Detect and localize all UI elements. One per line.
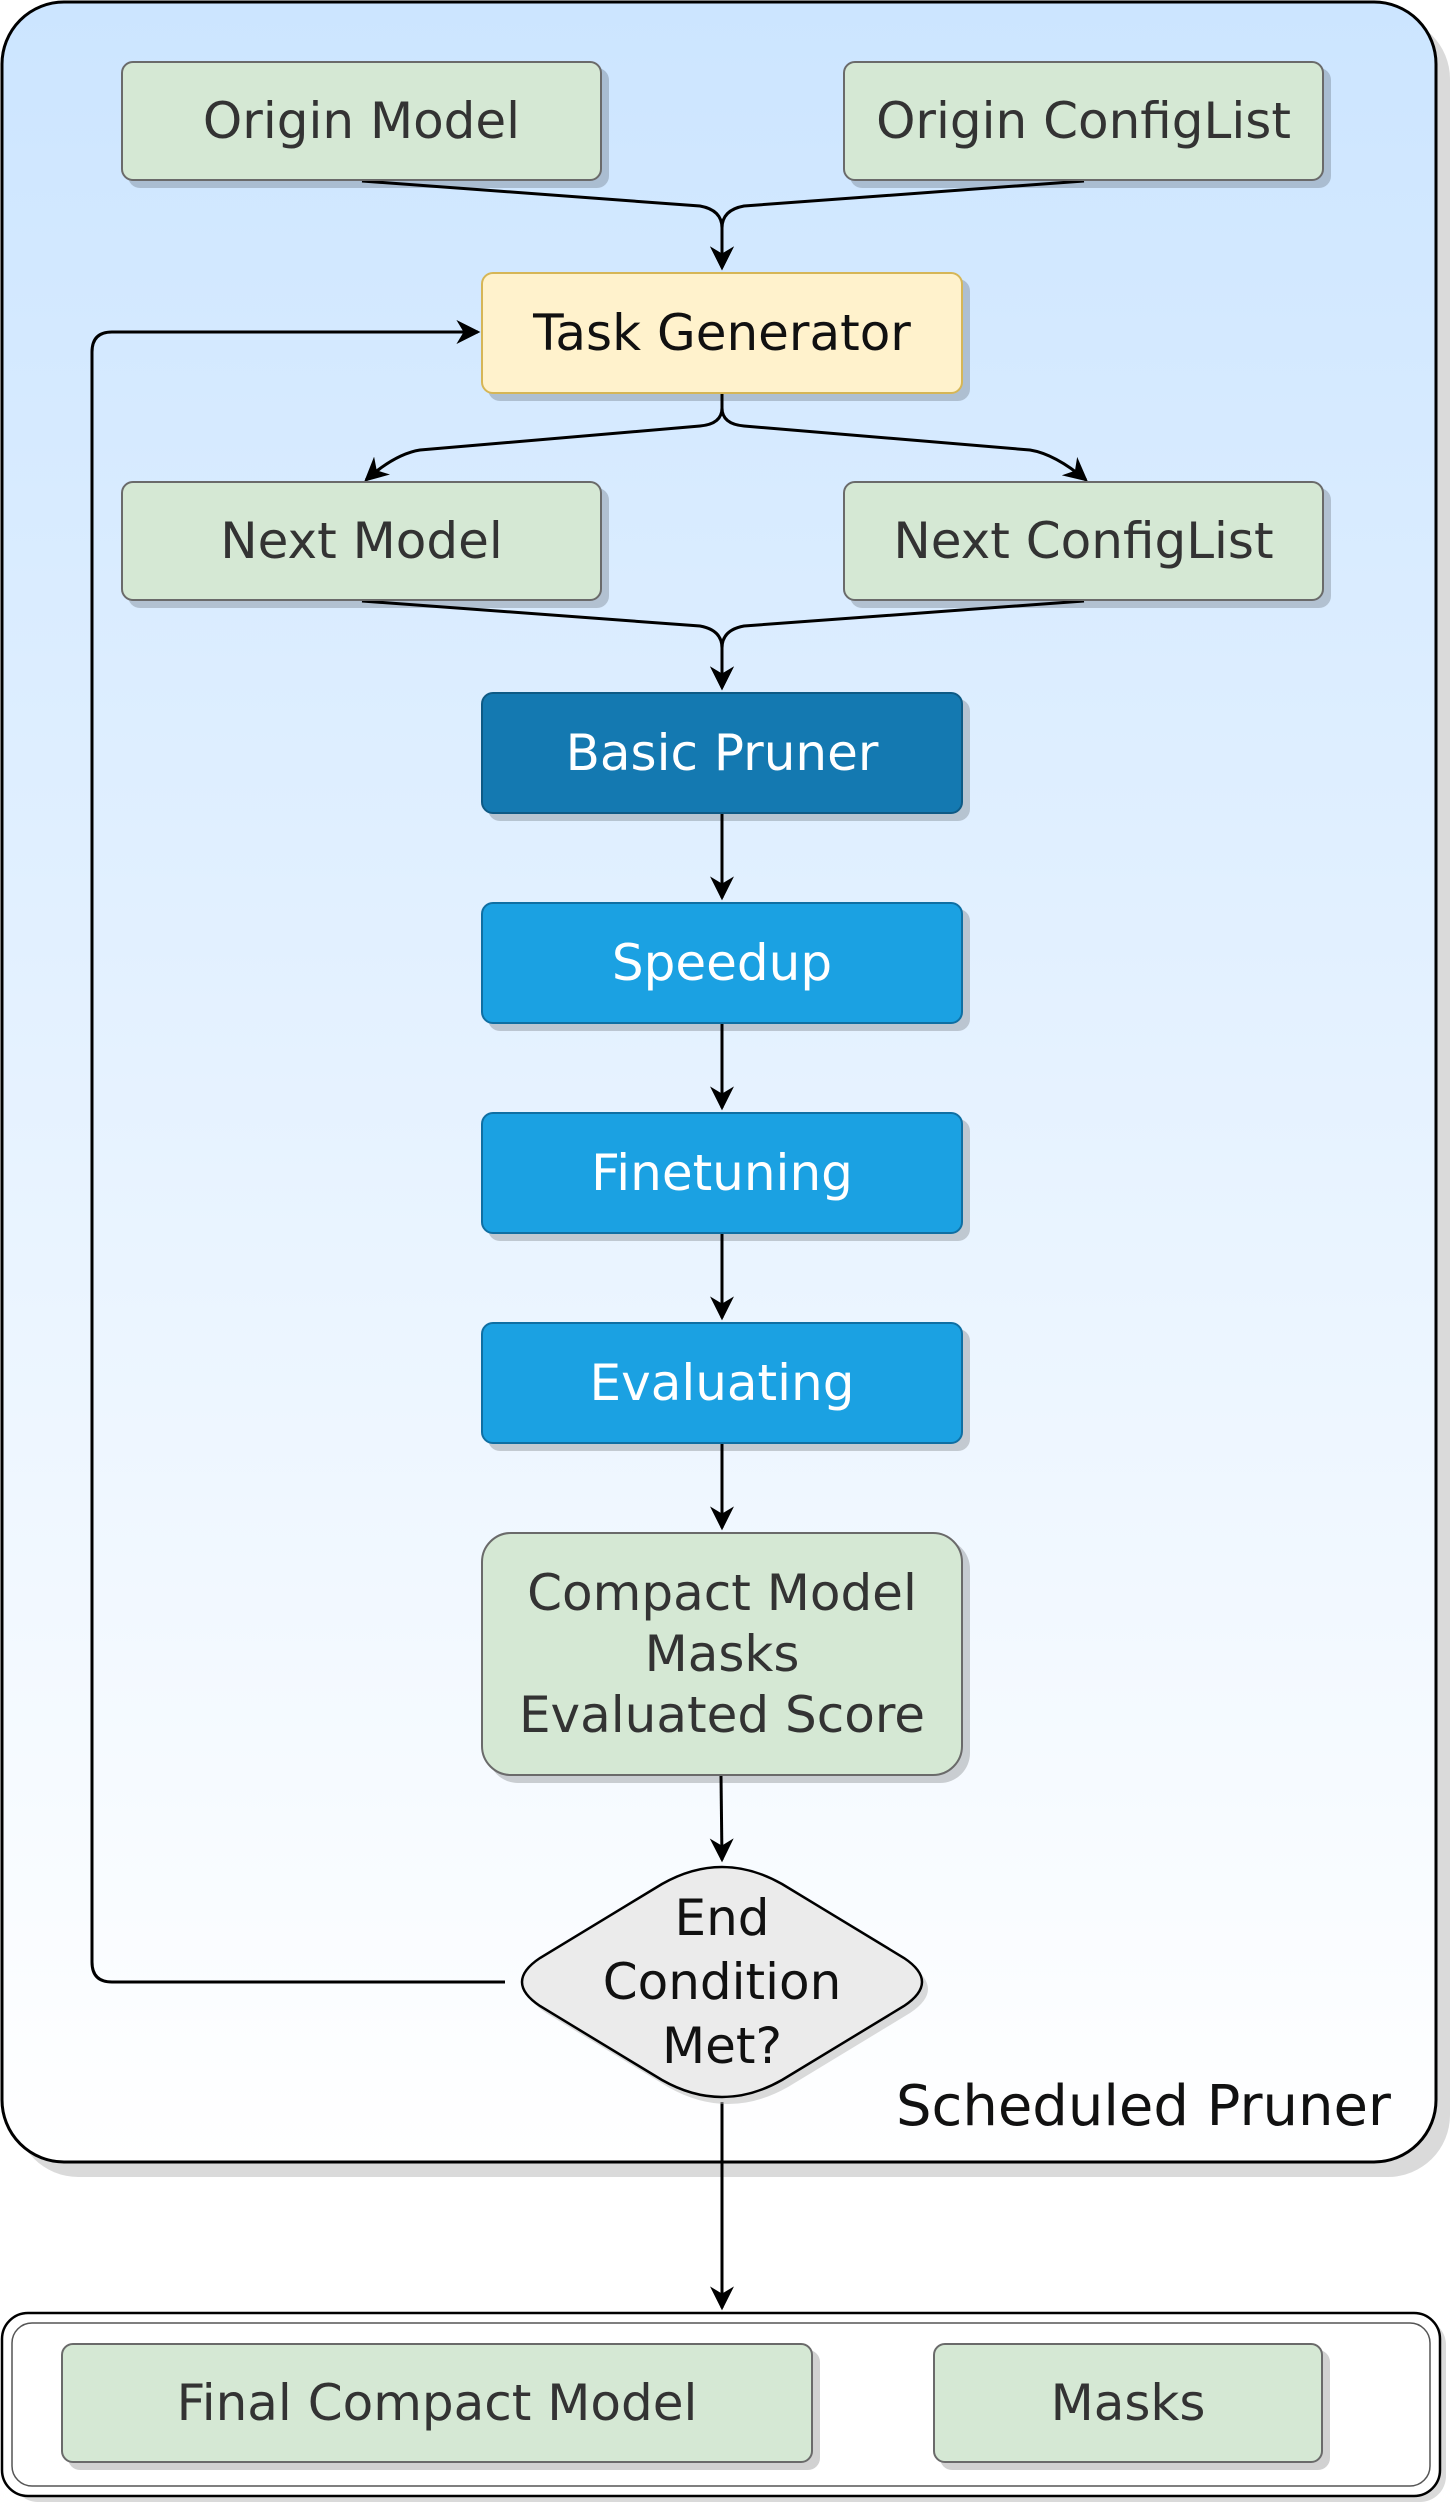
edge-task-generator-to-next-model <box>364 394 724 482</box>
final-masks-node: Masks <box>933 2343 1323 2463</box>
edge-next-configlist-to-basic-pruner <box>710 599 1085 691</box>
speedup-node: Speedup <box>481 902 963 1024</box>
finetuning-node: Finetuning <box>481 1112 963 1234</box>
edge-task-generator-to-next-configlist <box>720 394 1088 482</box>
decision-line-2: Condition <box>602 1953 842 2011</box>
origin-configlist-label: Origin ConfigList <box>876 91 1291 150</box>
output-container-inner <box>11 2322 1431 2487</box>
speedup-label: Speedup <box>611 933 833 992</box>
origin-model-label: Origin Model <box>202 91 521 150</box>
task-generator-node: Task Generator <box>481 272 963 394</box>
edge-result-to-decision <box>709 1775 734 1863</box>
origin-model-node: Origin Model <box>121 61 602 181</box>
next-configlist-label: Next ConfigList <box>893 511 1274 570</box>
evaluating-node: Evaluating <box>481 1322 963 1444</box>
result-line-compact-model: Compact Model <box>527 1563 917 1622</box>
next-model-node: Next Model <box>121 481 602 601</box>
next-model-label: Next Model <box>220 511 503 570</box>
task-generator-label: Task Generator <box>533 303 911 362</box>
edge-origin-configlist-to-task-generator <box>710 179 1085 271</box>
basic-pruner-node: Basic Pruner <box>481 692 963 814</box>
final-masks-label: Masks <box>1050 2373 1206 2432</box>
end-condition-diamond <box>520 1865 924 2099</box>
final-compact-model-node: Final Compact Model <box>61 2343 813 2463</box>
basic-pruner-label: Basic Pruner <box>565 723 879 782</box>
edge-decision-loop-to-task-generator <box>90 320 505 1984</box>
scheduled-pruner-label: Scheduled Pruner <box>896 2074 1391 2139</box>
origin-configlist-node: Origin ConfigList <box>843 61 1324 181</box>
result-node: Compact Model Masks Evaluated Score <box>481 1532 963 1776</box>
result-line-masks: Masks <box>644 1624 800 1683</box>
next-configlist-node: Next ConfigList <box>843 481 1324 601</box>
evaluating-label: Evaluating <box>589 1353 855 1412</box>
decision-line-3: Met? <box>661 2017 783 2075</box>
end-condition-text: End Condition Met? <box>540 1880 904 2084</box>
decision-line-1: End <box>674 1889 770 1947</box>
finetuning-label: Finetuning <box>591 1143 853 1202</box>
final-compact-model-label: Final Compact Model <box>176 2373 698 2432</box>
result-line-evaluated-score: Evaluated Score <box>518 1685 926 1744</box>
